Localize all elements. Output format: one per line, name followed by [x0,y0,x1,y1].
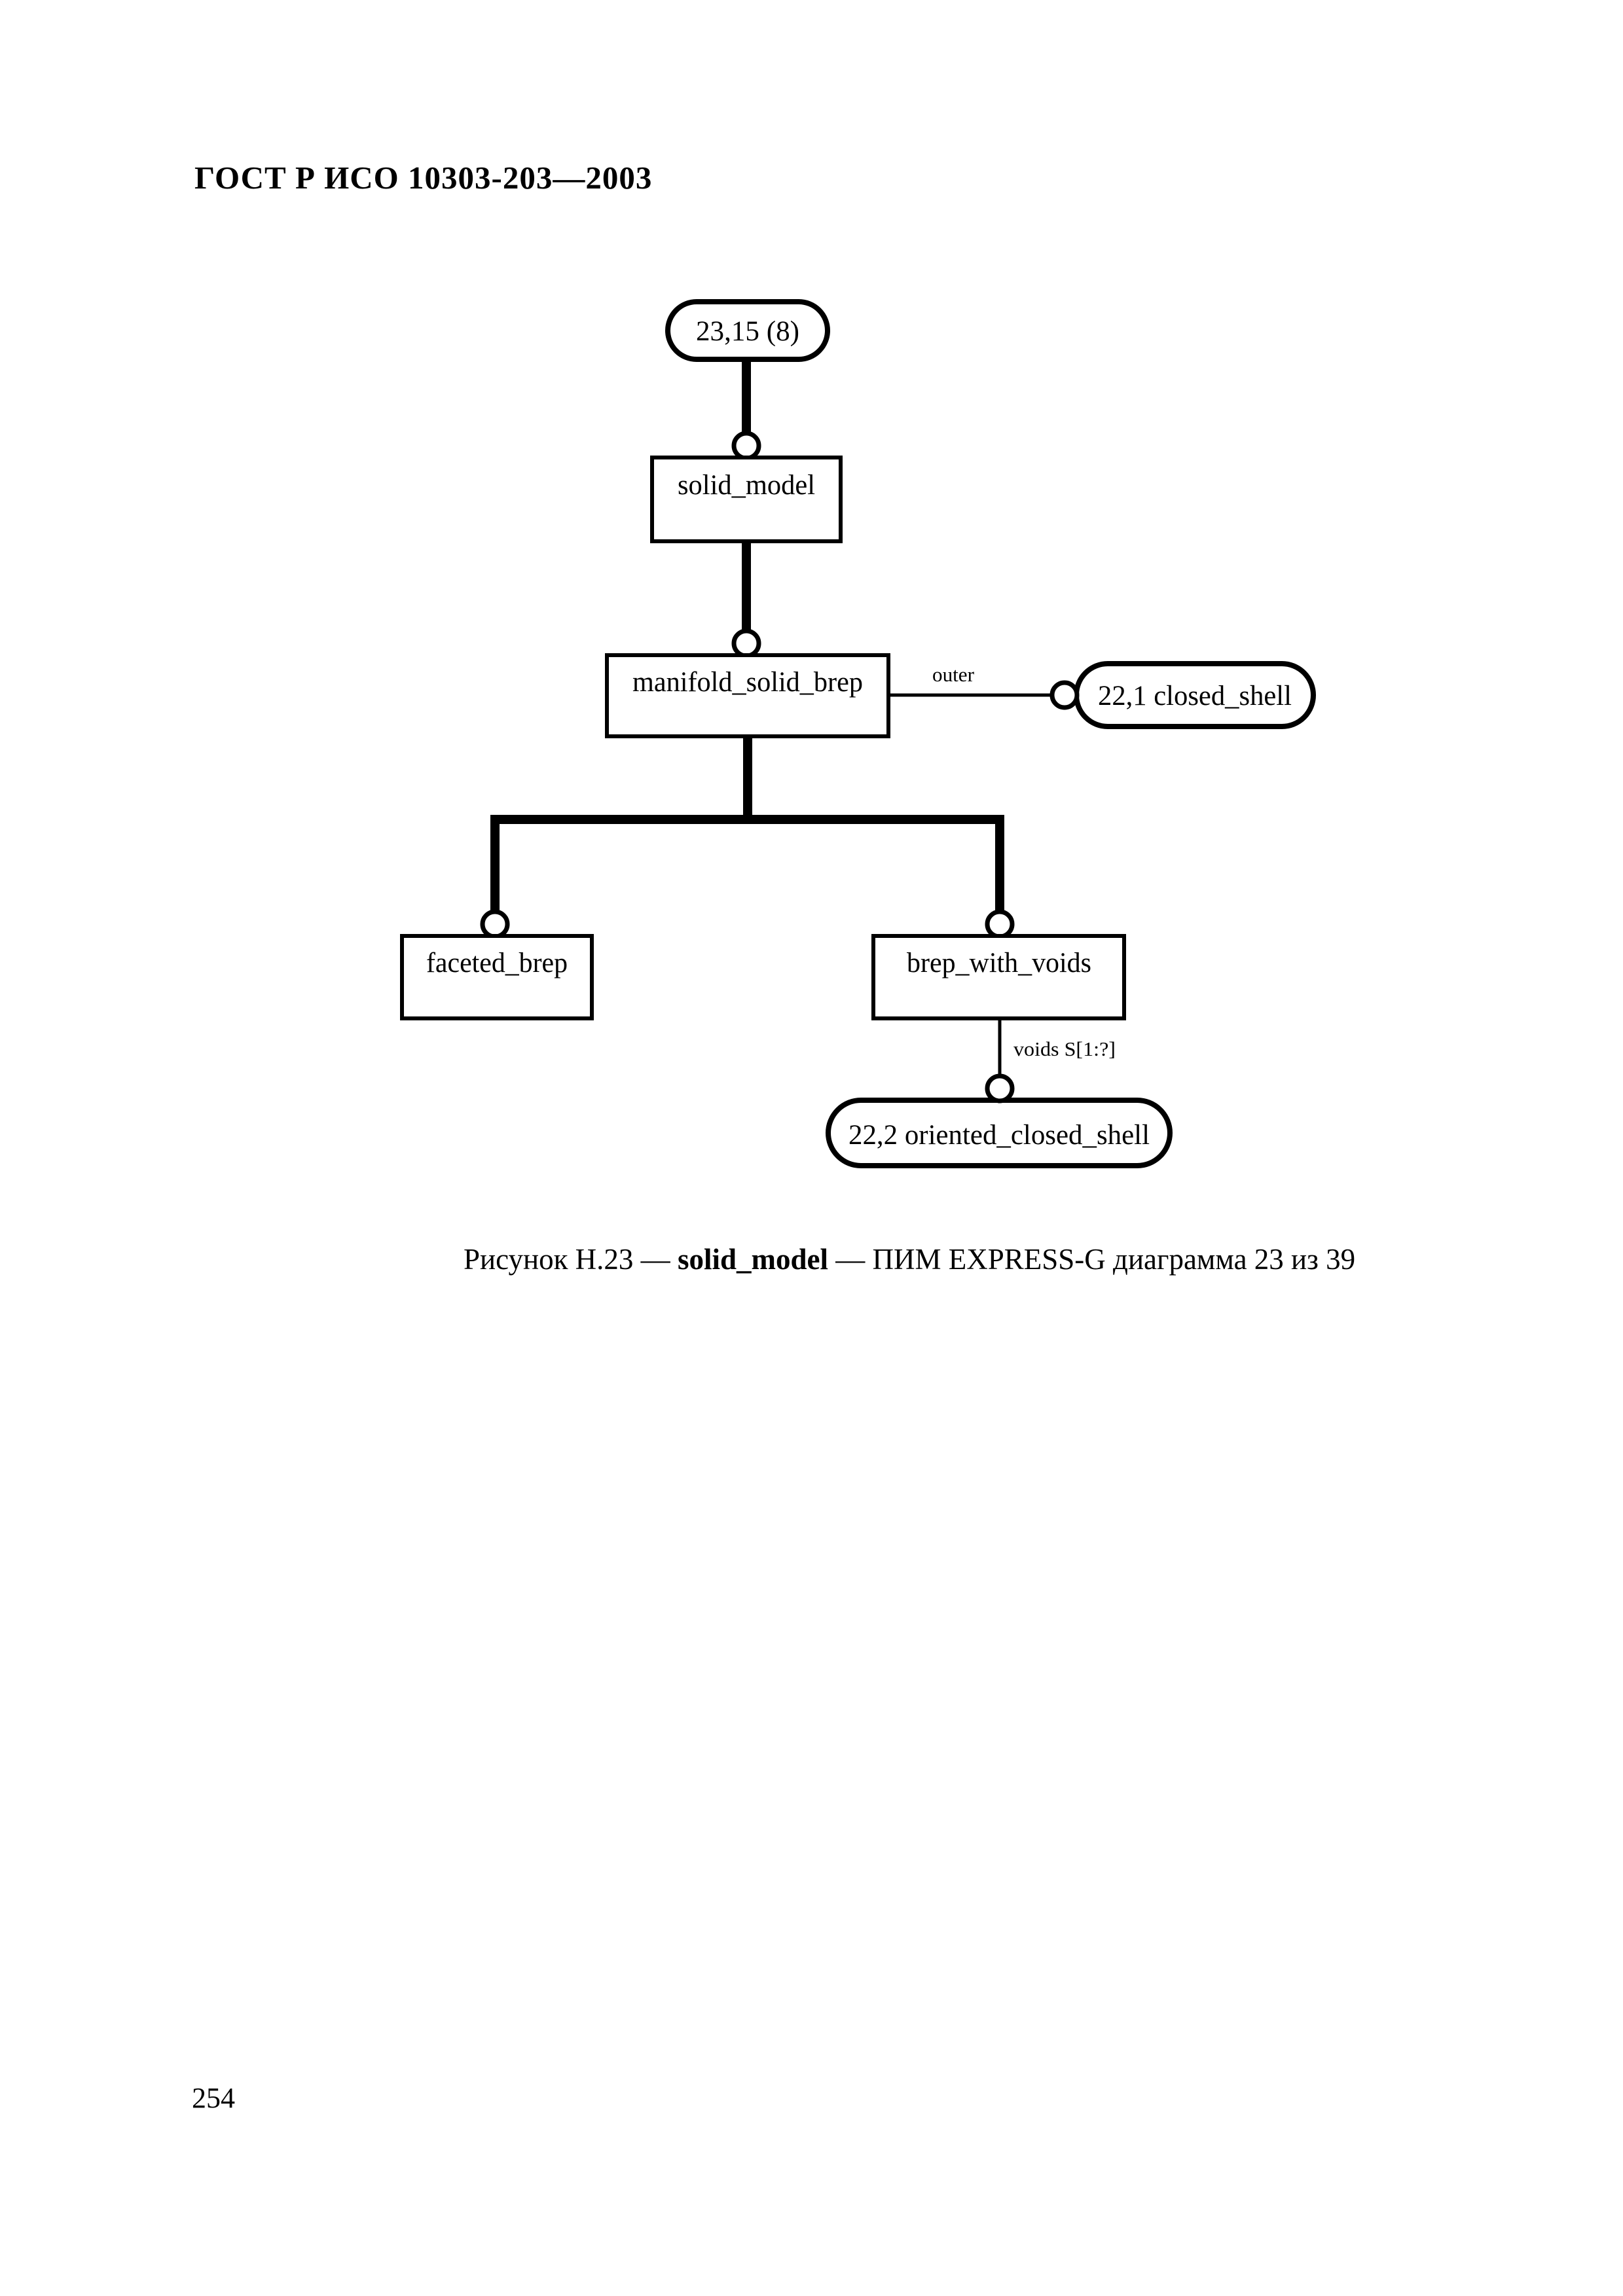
entity-box-manifold-solid-brep [605,653,890,738]
entity-label-brep-with-voids: brep_with_voids [907,948,1091,978]
circle-faceted-brep [480,909,510,939]
closed-shell-ref-label: 22,1 closed_shell [1098,681,1292,711]
figure-caption: Рисунок Н.23 — solid_model — ПИМ EXPRESS… [434,1208,1355,1310]
entity-nodes: solid_model manifold_solid_brep faceted_… [400,456,1126,1020]
page-ref-top-label: 23,15 (8) [696,316,799,347]
circle-closed-shell [1049,680,1080,710]
page-ref-nodes: 23,15 (8) 22,1 closed_shell 22,2 oriente… [665,299,1316,1168]
diagram-connectors [490,358,1053,1077]
entity-label-manifold-solid-brep: manifold_solid_brep [632,667,863,698]
entity-label-faceted-brep: faceted_brep [426,948,568,978]
entity-box-brep-with-voids [871,934,1126,1020]
entity-box-faceted-brep [400,934,594,1020]
circle-solid-model [731,431,761,461]
circle-manifold [731,628,761,658]
voids-attribute-label: voids S[1:?] [1013,1037,1116,1060]
figure-caption-prefix: Рисунок Н.23 — [464,1243,678,1276]
outer-attribute-label: outer [932,663,975,686]
entity-label-solid-model: solid_model [678,470,815,501]
document-header: ГОСТ Р ИСО 10303-203—2003 [194,160,653,196]
figure-caption-entity: solid_model [677,1243,828,1276]
circle-oriented-closed-shell [985,1073,1015,1103]
page-ref-oval-top [665,299,830,362]
entity-box-solid-model [650,456,843,543]
subtype-branch-bar [490,815,1004,912]
figure-caption-suffix: — ПИМ EXPRESS-G диаграмма 23 из 39 [828,1243,1356,1276]
circle-brep-with-voids [985,909,1015,939]
page-number: 254 [192,2082,235,2114]
oriented-closed-shell-ref-label: 22,2 oriented_closed_shell [848,1120,1150,1151]
